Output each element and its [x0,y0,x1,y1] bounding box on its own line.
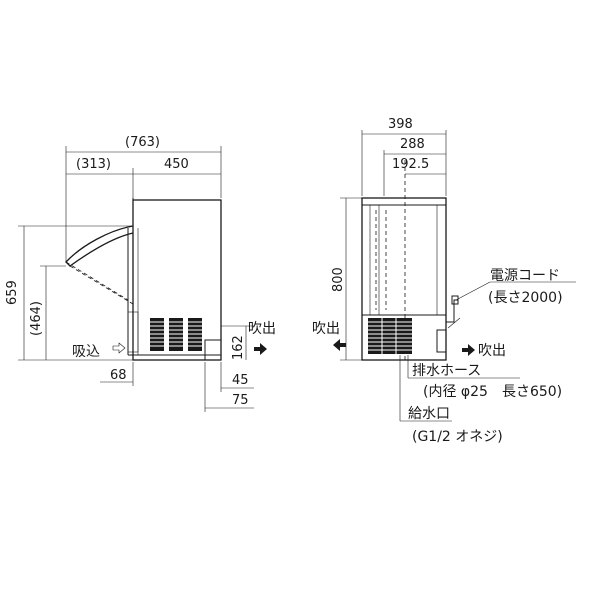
drain-hose-spec: (内径 φ25 長さ650) [423,384,562,400]
dim-total-height: 659 [5,280,20,305]
back-connector-box [436,329,447,353]
intake-arrow-icon [112,342,126,354]
dim-door-depth: (313) [76,157,111,172]
power-cord-label: 電源コード [490,268,560,284]
dim-front-offset: 68 [110,368,127,383]
dim-rear-75: 75 [232,393,249,408]
dim-width: 398 [388,117,413,132]
back-right-rail [436,204,447,316]
back-left-rail [369,204,380,316]
power-cord-spec: (長さ2000) [488,290,563,306]
side-door-swing [69,265,134,305]
dim-height: 800 [331,267,346,292]
power-cord-break [447,317,461,329]
dim-body-depth: 450 [164,157,189,172]
dim-rear-45: 45 [232,373,249,388]
drain-hose-label: 排水ホース [412,363,481,379]
dim-door-height: (464) [29,301,44,336]
exhaust-right-arrow-icon [462,344,475,356]
label-exhaust-back-left: 吹出 [312,321,340,337]
side-door-swing-2 [65,261,129,301]
label-exhaust-side: 吹出 [248,321,276,337]
dim-288: 288 [400,137,425,152]
water-inlet-label: 給水口 [408,406,450,422]
side-body-outline [132,199,222,361]
back-view: 398 288 192.5 800 吹出 吹出 電源コード (長さ2000) 排… [312,117,576,445]
exhaust-arrow-icon [254,343,267,355]
side-vents [150,318,202,351]
power-plug-icon [451,295,459,305]
label-intake: 吸込 [72,344,100,360]
exhaust-left-arrow-icon [333,339,346,351]
side-rear-foot [204,339,222,361]
water-inlet-spec: (G1/2 オネジ) [412,429,503,445]
side-door-upper [65,225,134,267]
side-view: (763) (313) 450 659 (464) 吸込 68 162 45 7… [5,135,276,412]
dim-exhaust-height: 162 [231,335,246,360]
label-exhaust-back-right: 吹出 [478,343,506,359]
dim-total-depth: (763) [125,135,160,150]
back-vents [368,318,412,354]
dim-192-5: 192.5 [392,157,429,172]
side-intake-panel [127,311,139,353]
leader-power-cord [455,281,491,301]
